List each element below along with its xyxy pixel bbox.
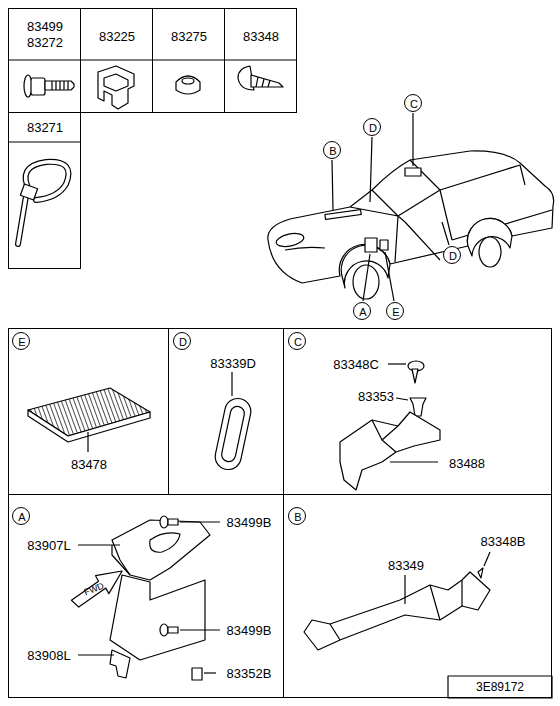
part-cell: 83225 <box>80 8 153 113</box>
callout-circle: E <box>386 302 404 320</box>
callout-letter: A <box>18 511 25 523</box>
callout-circle: C <box>404 94 422 112</box>
part-number: 83488 <box>449 456 485 472</box>
part-cell: 83275 <box>152 8 225 113</box>
callout-letter: C <box>294 336 302 348</box>
part-number: 83499B <box>227 515 272 531</box>
part-number: 83478 <box>71 457 107 473</box>
callout-letter: D <box>449 250 457 262</box>
callout-letter: D <box>369 122 377 134</box>
part-number: 83271 <box>27 120 63 136</box>
part-number: 83353 <box>358 389 394 405</box>
callout-circle: D <box>443 246 461 264</box>
detail-panel: 83339D D <box>168 328 284 495</box>
detail-panel: 83478 E <box>8 328 169 495</box>
part-number: 83225 <box>99 29 135 45</box>
detail-panel: 83348C 83353 83488 C <box>283 328 552 495</box>
callout-circle: D <box>363 118 381 136</box>
part-number: 83275 <box>171 29 207 45</box>
callout-letter: A <box>359 306 366 318</box>
panel-letter: C <box>288 332 306 350</box>
part-number: 83349 <box>388 558 424 574</box>
panel-letter: D <box>173 332 191 350</box>
callout-letter: B <box>294 511 301 523</box>
callout-circle: A <box>353 302 371 320</box>
callout-letter: C <box>410 98 418 110</box>
drawing-code: 3E89172 <box>476 680 524 694</box>
part-cell: 83499 83272 <box>8 8 81 113</box>
direction-label: FWD <box>82 579 106 600</box>
panel-letter: B <box>288 507 306 525</box>
callout-letter: B <box>329 145 336 157</box>
detail-panel: 83499B 83907L 83499B 83908L 83352B A <box>8 494 284 698</box>
part-number: 83348C <box>333 357 379 373</box>
part-number: 83348 <box>243 29 279 45</box>
callout-letter: E <box>18 336 25 348</box>
part-number: 83348B <box>481 534 526 550</box>
callout-letter: E <box>392 306 399 318</box>
part-cell: 83271 <box>8 112 81 269</box>
part-number: 83339D <box>210 356 256 372</box>
part-number: 83499 83272 <box>21 19 69 51</box>
part-number: 83499B <box>227 623 272 639</box>
part-number: 83352B <box>227 666 272 682</box>
panel-letter: E <box>12 332 30 350</box>
part-cell: 83348 <box>224 8 297 113</box>
callout-circle: B <box>323 141 341 159</box>
callout-letter: D <box>179 336 187 348</box>
detail-panel: 83348B 83349 B <box>283 494 552 698</box>
panel-letter: A <box>12 507 30 525</box>
part-number: 83908L <box>27 648 70 664</box>
part-number: 83907L <box>27 538 70 554</box>
